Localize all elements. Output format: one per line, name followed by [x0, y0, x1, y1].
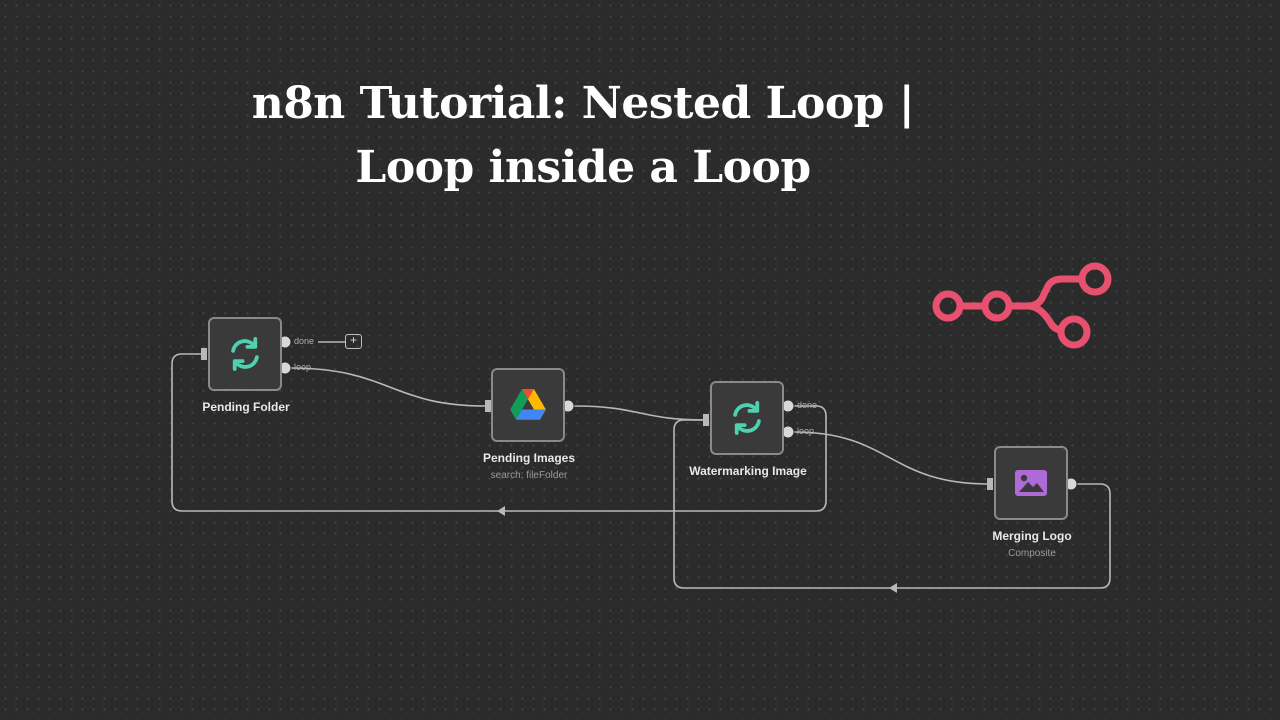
- page-title-line1: n8n Tutorial: Nested Loop |: [251, 78, 915, 129]
- node-pending-folder[interactable]: [208, 317, 282, 391]
- node-watermarking-image[interactable]: [710, 381, 784, 455]
- node-label-merging-logo: Merging Logo: [992, 529, 1072, 543]
- port-label-loop: loop: [294, 362, 312, 372]
- port-label-done-2: done: [797, 400, 818, 410]
- node-label-watermarking-image: Watermarking Image: [689, 464, 807, 478]
- n8n-logo-icon: [932, 262, 1112, 349]
- input-port-pending-images: [485, 400, 491, 412]
- add-node-button[interactable]: +: [345, 334, 362, 349]
- node-subtitle-pending-images: search: fileFolder: [490, 470, 568, 481]
- input-port-merging-logo: [987, 478, 993, 490]
- image-icon: [1015, 470, 1047, 496]
- node-label-pending-images: Pending Images: [482, 451, 576, 465]
- port-label-loop-2: loop: [797, 426, 815, 436]
- google-drive-icon: [510, 389, 546, 420]
- connection-images-to-watermark: [573, 405, 707, 421]
- connection-folder-to-images: [289, 367, 487, 407]
- arrow-back-left-icon: [497, 506, 505, 516]
- loop-refresh-icon: [231, 337, 259, 371]
- page-title-line2: Loop inside a Loop: [355, 142, 811, 193]
- node-merging-logo[interactable]: [994, 446, 1068, 520]
- arrow-back-left-icon-2: [889, 583, 897, 593]
- node-subtitle-merging-logo: Composite: [1008, 548, 1056, 559]
- input-port-watermarking: [703, 414, 709, 426]
- node-pending-images[interactable]: [491, 368, 565, 442]
- port-label-done: done: [294, 336, 315, 346]
- loop-refresh-icon: [733, 401, 761, 435]
- input-port-pending-folder: [201, 348, 207, 360]
- node-label-pending-folder: Pending Folder: [202, 400, 290, 414]
